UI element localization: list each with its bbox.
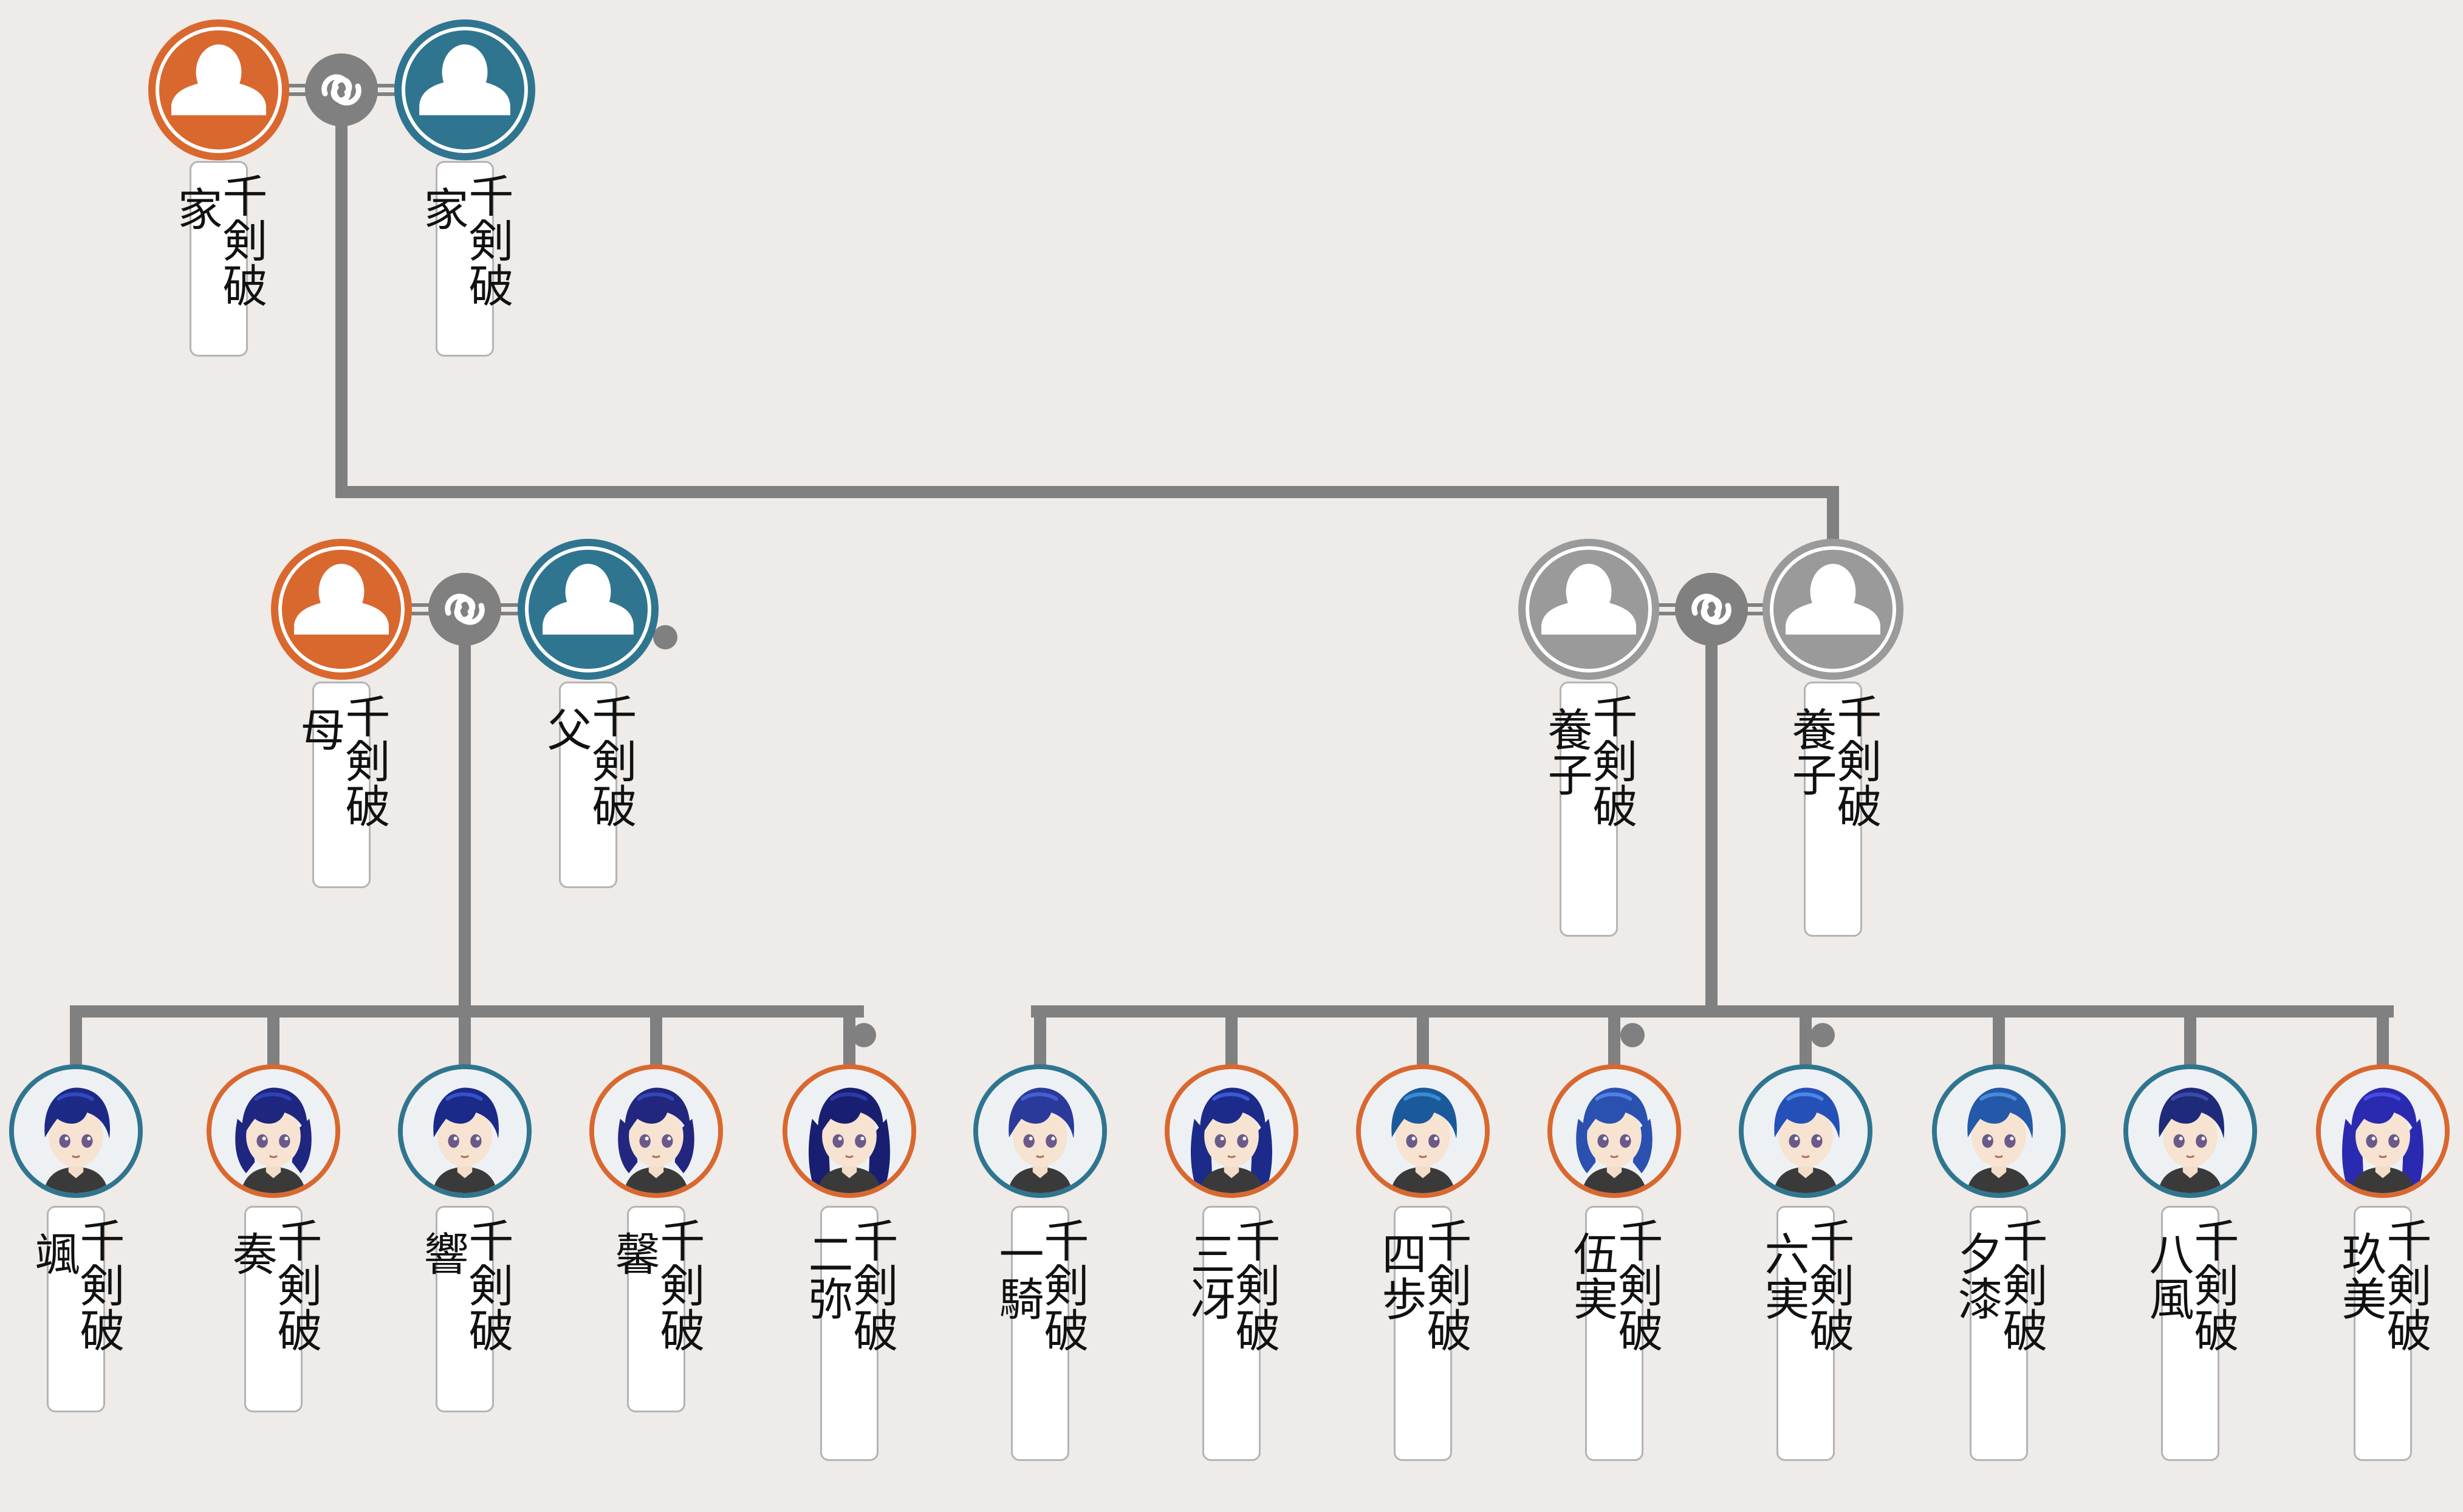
name-label: 千剣破伍実: [1566, 1206, 1663, 1461]
character-portrait[interactable]: [783, 1064, 916, 1198]
given-name-text: 家: [416, 186, 468, 231]
name-label: 千剣破颯: [27, 1206, 125, 1412]
surname-text: 千剣破: [270, 1217, 322, 1352]
name-label: 千剣破母: [293, 682, 390, 888]
surname-text: 千剣破: [461, 173, 513, 307]
given-name-text: 父: [540, 706, 592, 751]
given-name-text: 奏: [225, 1231, 277, 1276]
given-name-text: 颯: [27, 1231, 80, 1276]
name-label: 千剣破一騎: [992, 1206, 1089, 1461]
given-name-text: 三冴: [1183, 1231, 1235, 1321]
surname-text: 千剣破: [846, 1217, 898, 1352]
character-portrait[interactable]: [1739, 1064, 1872, 1198]
person-silhouette-icon[interactable]: [152, 23, 286, 157]
given-name-text: 養子: [1784, 706, 1837, 796]
given-name-text: 六実: [1757, 1231, 1809, 1321]
name-label: 千剣破夕漆: [1950, 1206, 2047, 1461]
character-portrait[interactable]: [2316, 1064, 2450, 1198]
surname-text: 千剣破: [72, 1217, 125, 1352]
name-label: 千剣破八風: [2142, 1206, 2239, 1461]
given-name-text: 二弥: [801, 1231, 853, 1321]
name-label: 千剣破玖美: [2334, 1206, 2431, 1461]
character-portrait[interactable]: [1932, 1064, 2066, 1198]
name-label: 千剣破響: [416, 1206, 513, 1412]
surname-text: 千剣破: [1611, 1217, 1663, 1352]
name-label: 千剣破六実: [1757, 1206, 1854, 1461]
surname-text: 千剣破: [1036, 1217, 1089, 1352]
surname-text: 千剣破: [338, 693, 390, 828]
surname-text: 千剣破: [1802, 1217, 1854, 1352]
given-name-text: 玖美: [2334, 1231, 2386, 1321]
name-label: 千剣破馨: [608, 1206, 705, 1412]
character-portrait[interactable]: [589, 1064, 723, 1198]
given-name-text: 馨: [608, 1231, 660, 1276]
given-name-text: 母: [293, 706, 345, 751]
surname-text: 千剣破: [2187, 1217, 2239, 1352]
character-portrait[interactable]: [207, 1064, 340, 1198]
marriage-ring-icon: [305, 53, 378, 126]
name-label: 千剣破奏: [225, 1206, 322, 1412]
character-portrait[interactable]: [973, 1064, 1107, 1198]
connector-dot: [1620, 1023, 1645, 1047]
character-portrait[interactable]: [398, 1064, 532, 1198]
name-label: 千剣破養子: [1784, 682, 1882, 937]
character-portrait[interactable]: [2123, 1064, 2257, 1198]
surname-text: 千剣破: [584, 693, 637, 828]
given-name-text: 一騎: [992, 1231, 1044, 1321]
given-name-text: 八風: [2142, 1231, 2194, 1321]
surname-text: 千剣破: [461, 1217, 513, 1352]
person-silhouette-icon[interactable]: [521, 542, 655, 676]
person-silhouette-icon[interactable]: [398, 23, 532, 157]
connector-dot: [1810, 1023, 1835, 1047]
name-label: 千剣破家: [170, 161, 267, 357]
character-portrait[interactable]: [1356, 1064, 1490, 1198]
person-silhouette-icon[interactable]: [275, 542, 408, 676]
surname-text: 千剣破: [1585, 693, 1637, 828]
connector-dot: [852, 1023, 876, 1047]
character-portrait[interactable]: [9, 1064, 143, 1198]
given-name-text: 家: [170, 186, 222, 231]
given-name-text: 養子: [1540, 706, 1592, 796]
connector-dot: [653, 625, 677, 649]
name-label: 千剣破三冴: [1183, 1206, 1280, 1461]
name-label: 千剣破二弥: [801, 1206, 898, 1461]
character-portrait[interactable]: [1547, 1064, 1681, 1198]
surname-text: 千剣破: [2379, 1217, 2431, 1352]
marriage-ring-icon: [1675, 573, 1748, 646]
marriage-ring-icon: [428, 573, 501, 646]
surname-text: 千剣破: [1419, 1217, 1471, 1352]
given-name-text: 伍実: [1566, 1231, 1618, 1321]
name-label: 千剣破養子: [1540, 682, 1637, 937]
surname-text: 千剣破: [653, 1217, 705, 1352]
name-label: 千剣破四歩: [1374, 1206, 1471, 1461]
surname-text: 千剣破: [1228, 1217, 1280, 1352]
given-name-text: 響: [416, 1231, 468, 1276]
given-name-text: 四歩: [1374, 1231, 1427, 1321]
name-label: 千剣破父: [540, 682, 637, 888]
person-silhouette-icon[interactable]: [1766, 542, 1900, 676]
given-name-text: 夕漆: [1950, 1231, 2002, 1321]
surname-text: 千剣破: [1995, 1217, 2047, 1352]
name-label: 千剣破家: [416, 161, 513, 357]
person-silhouette-icon[interactable]: [1522, 542, 1656, 676]
surname-text: 千剣破: [1829, 693, 1882, 828]
character-portrait[interactable]: [1165, 1064, 1298, 1198]
surname-text: 千剣破: [215, 173, 267, 307]
